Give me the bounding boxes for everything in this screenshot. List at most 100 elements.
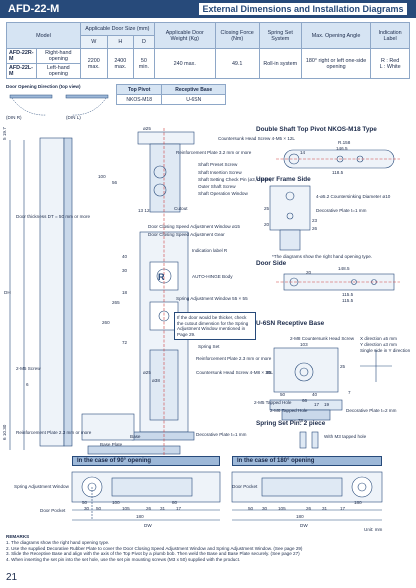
dim-label: ø25: [143, 126, 151, 131]
col-door-size: Applicable Door Size (mm): [80, 22, 155, 36]
dim-label: 13 12: [138, 208, 150, 213]
dim-label: 85: [266, 370, 272, 375]
shaft-operation-label: Shaft Operation Window: [198, 191, 248, 196]
indication-label-label: Indication label R: [192, 248, 228, 253]
dim-label: R.158: [338, 140, 351, 145]
dim-label: 31: [322, 506, 328, 511]
col-force: Closing Force (Nm): [214, 22, 260, 49]
remarks-item: 3. Slide the Receptive Base and align wi…: [6, 551, 300, 557]
row-opening: Left-hand opening: [35, 63, 82, 79]
dim-label: 18: [122, 290, 128, 295]
dim-label: 56: [112, 180, 118, 185]
dim-label: ø25: [143, 370, 151, 375]
dim-label: 26: [312, 226, 318, 231]
diagrams-note: *The diagrams show the right hand openin…: [272, 254, 373, 259]
dim-label: 50: [96, 506, 102, 511]
double-shaft-heading: Double Shaft Top Pivot NKOS-M18 Type: [256, 126, 377, 133]
cutout-label: Cutout: [174, 206, 188, 211]
x-direction-label: X direction ±5 mm: [360, 336, 397, 341]
dim-label: 103: [300, 342, 308, 347]
remarks-title: REMARKS: [6, 534, 30, 539]
remarks: REMARKS 1. The diagrams show the right h…: [6, 534, 410, 563]
dim-label: 115.5: [342, 292, 354, 297]
dim-label: 17: [340, 506, 346, 511]
decorative-plate3-label: Decorative Plate t=2 mm: [346, 408, 397, 413]
dim-label: 180: [136, 514, 144, 519]
spring-set-label: Spring Set: [198, 344, 220, 349]
y-direction-label: Y direction ±3 mm: [360, 342, 397, 347]
reinforcement-plate-label: Reinforcement Plate 3.2 mm or more: [176, 150, 252, 155]
shaft-setting-label: Shaft Setting Check Pin (ø3, Green): [198, 177, 272, 182]
door-pocket-label: Door Pocket: [40, 508, 66, 513]
decorative-plate-label: Decorative Plate t=1 mm: [316, 208, 367, 213]
dim-label: 80: [172, 500, 178, 505]
dim-label: 146.5: [336, 146, 348, 151]
dim-label: 40: [122, 254, 128, 259]
base-plate-label: Base Plate: [100, 442, 123, 447]
dim-label: 14: [300, 150, 306, 155]
spring-window-label: Spring Adjustment Window 55 × 55: [176, 296, 248, 301]
dim-label: 105: [122, 506, 130, 511]
dim-label: 78: [298, 418, 304, 423]
dim-label: 180: [354, 500, 362, 505]
section-title: External Dimensions and Installation Dia…: [198, 2, 408, 16]
dim-label: 17: [314, 402, 320, 407]
dim-label: 260: [102, 320, 110, 325]
reinforcement-plate2-label: Reinforcement Plate 2.3 mm or more: [196, 356, 272, 361]
spec-table: Model Applicable Door Size (mm) Applicab…: [6, 22, 410, 79]
dim-label: 66: [302, 398, 308, 403]
countersunk2-label: Countersunk Head Screw 4-M8 × 30L: [196, 370, 273, 375]
dim-label: 72: [122, 340, 128, 345]
dim-label: 30: [262, 506, 268, 511]
dim-label: 25: [264, 206, 270, 211]
m5-tapped-label: 2-M5 Tapped Hole: [254, 400, 292, 405]
dim-label: 26: [306, 506, 312, 511]
dim-label: 6 10.30: [2, 424, 7, 440]
dim-label: 23: [312, 218, 318, 223]
u6sn-heading: U-6SN Receptive Base: [256, 320, 325, 327]
shaft-insertion-label: Shaft Insertion Screw: [198, 170, 242, 175]
outer-shaft-label: Outer Shaft Screw: [198, 184, 236, 189]
shaft-preset-label: Shaft Preset Screw: [198, 162, 238, 167]
autohinge-label: AUTO-HINGE Body: [192, 274, 233, 279]
col-model: Model: [6, 22, 81, 49]
col-w: W: [80, 35, 108, 49]
dim-label: 50: [82, 500, 88, 505]
spring-window2-label: Spring Adjustment Window: [14, 484, 69, 489]
spring-set-pin-heading: Spring Set Pin: 2 piece: [256, 420, 326, 427]
cell-spring: Roll-in system: [258, 48, 302, 79]
col-indication: Indication Label: [370, 22, 410, 49]
decorative-plate2-label: Decorative Plate t=1 mm: [196, 432, 247, 437]
cell-weight: 240 max.: [153, 48, 216, 79]
col-spring: Spring Set System: [258, 22, 302, 49]
dim-label: 118.5: [332, 170, 344, 175]
dim-label: 31: [160, 506, 166, 511]
direction-block: Door Opening Direction (top view) (DIN R…: [6, 84, 116, 122]
dim-label: 5 19.7: [2, 127, 7, 140]
cell-indication: R : Red L : White: [370, 48, 410, 79]
unit-label: Unit: mm: [364, 527, 383, 532]
page-number: 21: [6, 572, 18, 583]
din-l-label: (DIN L): [66, 115, 81, 120]
cell-w: 2200 max.: [80, 48, 108, 79]
model-tag: AFD-22-M: [8, 3, 60, 15]
dim-label: 25: [340, 364, 346, 369]
dim-label: 40: [312, 392, 318, 397]
remarks-item: 2. Use the supplied Decorative Rubber Pl…: [6, 545, 303, 551]
dim-label: 7: [348, 390, 351, 395]
door-closing-window-label: Door Closing Speed Adjustment Window ø15: [148, 224, 240, 229]
door-side-heading: Door Side: [256, 260, 287, 267]
door-note: If the door would be thicker, check the …: [174, 312, 256, 341]
row-model: AFD-22L-M: [6, 63, 37, 79]
door-thickness-label: Door thickness DT = 50 mm or more: [16, 214, 91, 219]
col-weight: Applicable Door Weight (Kg): [153, 22, 216, 49]
dw-label-2: DW: [300, 523, 308, 528]
dim-label: 265: [112, 300, 120, 305]
cell-angle: 180° right or left one-side opening: [300, 48, 372, 79]
dim-label: ø38: [152, 378, 160, 383]
direction-title: Door Opening Direction (top view): [6, 84, 81, 89]
col-angle: Max. Opening Angle: [300, 22, 372, 49]
single-side-label: Single side in Y direction: [360, 348, 411, 353]
dim-label: 20: [264, 222, 270, 227]
